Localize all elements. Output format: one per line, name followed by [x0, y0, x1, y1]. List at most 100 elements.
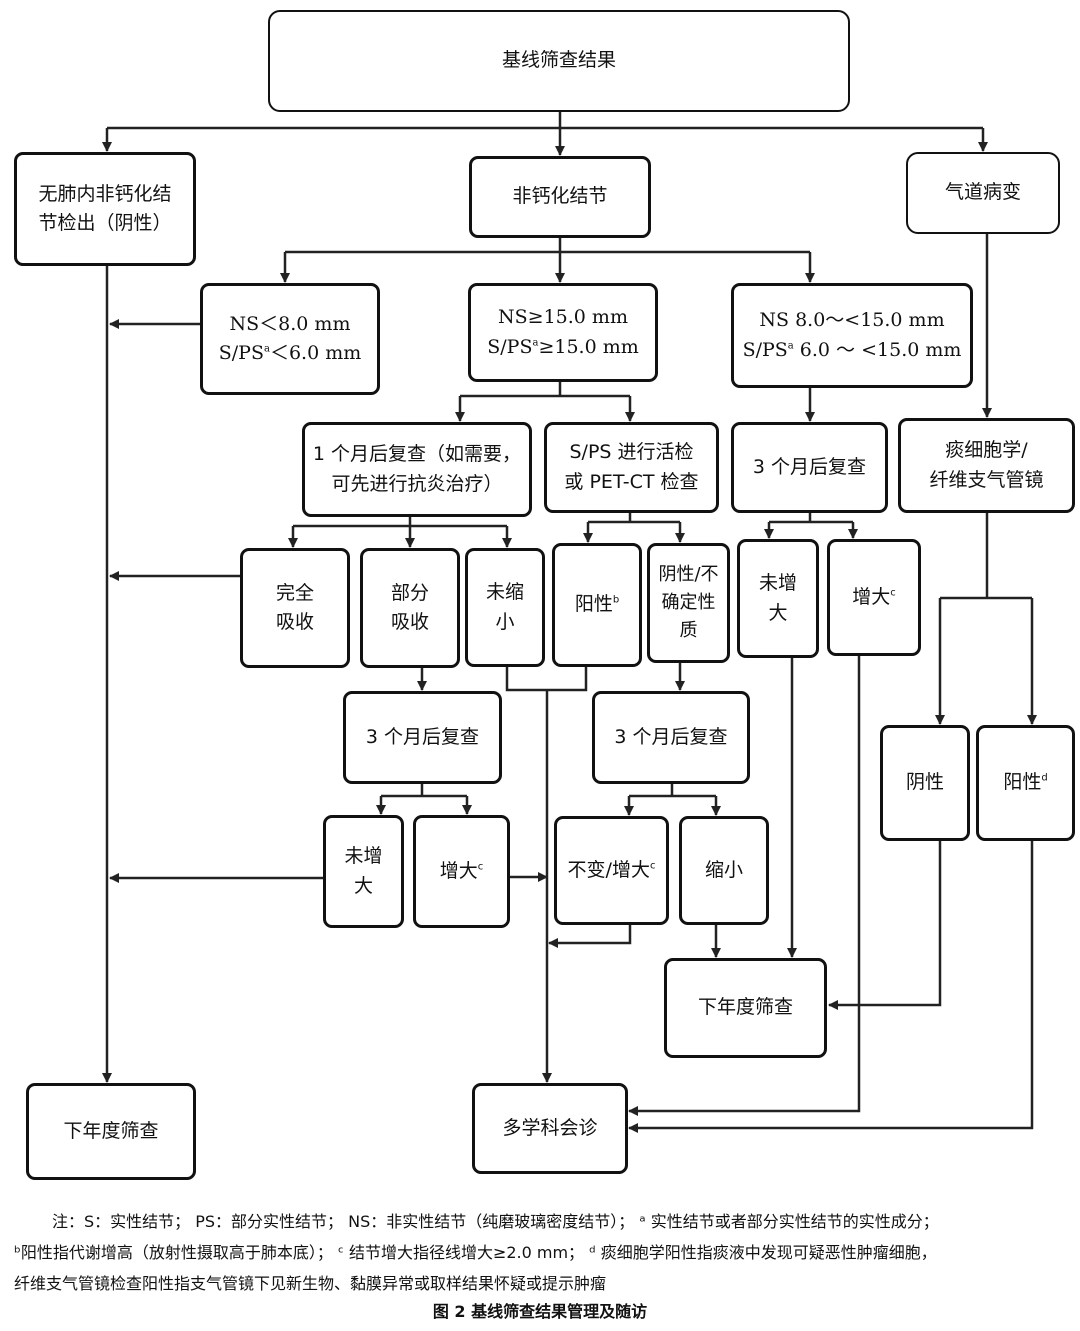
- unchanged-incr-line: 不变/增大c: [568, 856, 656, 885]
- negative-uncertain-box: 阴性/不 确定性 质: [647, 543, 730, 663]
- large-range: ≥15.0 mm: [538, 335, 639, 358]
- shrunk-label: 缩小: [704, 858, 743, 881]
- sputum-bronchoscopy-box: 痰细胞学/ 纤维支气管镜: [898, 418, 1075, 513]
- not-increased-left-box: 未增 大: [323, 815, 404, 928]
- neg-uncertain-line-1: 阴性/不: [658, 564, 719, 586]
- mdt-label: 多学科会诊: [502, 1116, 598, 1139]
- baseline-result-box: 基线筛查结果: [268, 10, 850, 112]
- incr-right-note-c: c: [890, 587, 896, 599]
- biopsy-petct-box: S/PS 进行活检 或 PET-CT 检查: [544, 422, 719, 513]
- incr-right-line: 增大c: [852, 583, 896, 612]
- recheck-3m-right-label: 3 个月后复查: [752, 455, 867, 478]
- incr-left-note-c: c: [477, 861, 484, 873]
- airway-positive-note-d: d: [1041, 772, 1048, 784]
- notincr-left-line-1: 未增: [344, 845, 383, 868]
- mid-range: 6.0 ～ <15.0 mm: [793, 338, 962, 361]
- sputum-line-2: 纤维支气管镜: [929, 468, 1044, 491]
- airway-lesion-box: 气道病变: [906, 152, 1060, 234]
- small-note-a: a: [263, 343, 270, 355]
- recheck-1m-line-1: 1 个月后复查（如需要，: [312, 443, 522, 466]
- next-year-left-label: 下年度筛查: [63, 1119, 159, 1142]
- mid-line-1: NS 8.0～<15.0 mm: [759, 309, 945, 332]
- baseline-label: 基线筛查结果: [501, 49, 616, 72]
- airway-positive-line: 阳性d: [1003, 768, 1047, 797]
- full-line-2: 吸收: [275, 611, 314, 633]
- arrow-airway-pos-to-mdt: [628, 841, 1034, 1133]
- biopsy-line-1: S/PS 进行活检: [569, 441, 694, 464]
- arrow-unchanged-to-mdt: [548, 925, 632, 948]
- full-line-1: 完全: [275, 581, 314, 604]
- next-year-screening-left-box: 下年度筛查: [26, 1083, 196, 1180]
- small-line-1: NS＜8.0 mm: [229, 312, 351, 335]
- arrow-airway-neg-to-next-year: [828, 841, 942, 1010]
- complete-absorption-box: 完全 吸收: [240, 548, 350, 668]
- large-note-a: a: [532, 337, 539, 349]
- positive-note-b: b: [612, 594, 620, 606]
- notshrunk-line-1: 未缩: [485, 581, 524, 604]
- no-nodule-box: 无肺内非钙化结 节检出（阴性）: [14, 152, 196, 266]
- footnote-line-2: ᵇ阳性指代谢增高（放射性摄取高于肺本底）； ᶜ 结节增大指径线增大≥2.0 mm…: [14, 1243, 937, 1262]
- sputum-line-1: 痰细胞学/: [945, 439, 1028, 462]
- notincr-right-line-2: 大: [768, 601, 788, 624]
- noncalcified-label: 非钙化结节: [512, 185, 608, 208]
- neg-uncertain-line-3: 质: [679, 619, 698, 641]
- airway-positive-label: 阳性: [1003, 771, 1042, 794]
- incr-left-line: 增大c: [440, 857, 484, 886]
- recheck-3m-mid-label: 3 个月后复查: [614, 725, 728, 748]
- recheck-3m-left-label: 3 个月后复查: [365, 725, 480, 748]
- unchanged-increased-box: 不变/增大c: [554, 816, 669, 925]
- notshrunk-line-2: 小: [495, 610, 515, 633]
- arrow-incr-right-to-mdt: [628, 656, 861, 1116]
- no-nodule-line-2: 节检出（阴性）: [38, 212, 172, 234]
- partial-line-2: 吸收: [390, 611, 429, 633]
- increased-right-box: 增大c: [827, 539, 921, 656]
- not-increased-right-box: 未增 大: [737, 539, 819, 658]
- recheck-3-month-left-box: 3 个月后复查: [343, 691, 502, 784]
- line-notshrunk-positive-merge: [505, 667, 588, 692]
- recheck-1-month-box: 1 个月后复查（如需要， 可先进行抗炎治疗）: [302, 422, 532, 517]
- positive-box: 阳性b: [552, 543, 642, 667]
- notincr-left-line-2: 大: [353, 874, 373, 897]
- biopsy-line-2: 或 PET-CT 检查: [564, 470, 699, 493]
- recheck-3-month-mid-box: 3 个月后复查: [592, 691, 750, 784]
- mid-note-a: a: [787, 340, 794, 352]
- multidisciplinary-consult-box: 多学科会诊: [472, 1083, 628, 1174]
- mid-sps: S/PS: [742, 338, 788, 361]
- large-sps: S/PS: [487, 335, 533, 358]
- small-range: ＜6.0 mm: [269, 342, 362, 364]
- not-shrunk-box: 未缩 小: [465, 548, 545, 667]
- airway-negative-box: 阴性: [880, 725, 970, 841]
- large-line-2: S/PSa≥15.0 mm: [487, 333, 639, 362]
- no-nodule-line-1: 无肺内非钙化结: [38, 182, 172, 205]
- next-year-screening-mid-box: 下年度筛查: [664, 958, 827, 1058]
- footnote-line-3: 纤维支气管镜检查阳性指支气管镜下见新生物、黏膜异常或取样结果怀疑或提示肿瘤: [14, 1274, 607, 1293]
- incr-left-label: 增大: [439, 859, 478, 882]
- notincr-right-line-1: 未增: [758, 572, 797, 595]
- footnote-line-1: 注：S：实性结节； PS：部分实性结节； NS：非实性结节（纯磨玻璃密度结节）；…: [52, 1212, 939, 1231]
- large-line-1: NS≥15.0 mm: [498, 306, 628, 329]
- small-line-2: S/PSa＜6.0 mm: [219, 339, 361, 368]
- positive-line: 阳性b: [575, 590, 619, 619]
- noncalcified-nodule-box: 非钙化结节: [469, 156, 651, 238]
- shrunk-box: 缩小: [679, 816, 769, 925]
- airway-positive-box: 阳性d: [976, 725, 1075, 841]
- recheck-1m-line-2: 可先进行抗炎治疗）: [331, 472, 503, 495]
- small-nodule-box: NS＜8.0 mm S/PSa＜6.0 mm: [200, 283, 380, 395]
- airway-label: 气道病变: [944, 181, 1021, 204]
- airway-negative-label: 阴性: [905, 771, 944, 794]
- large-nodule-box: NS≥15.0 mm S/PSa≥15.0 mm: [468, 283, 658, 382]
- next-year-mid-label: 下年度筛查: [697, 996, 793, 1019]
- small-sps: S/PS: [218, 342, 264, 364]
- recheck-3-month-right-box: 3 个月后复查: [731, 422, 888, 513]
- unchanged-incr-note-c: c: [649, 860, 656, 872]
- unchanged-incr-label: 不变/增大: [567, 858, 650, 881]
- partial-absorption-box: 部分 吸收: [360, 548, 460, 668]
- figure-caption: 图 2 基线筛查结果管理及随访: [432, 1302, 648, 1321]
- increased-left-box: 增大c: [413, 815, 510, 928]
- mid-line-2: S/PSa 6.0 ～ <15.0 mm: [743, 336, 962, 365]
- incr-right-label: 增大: [852, 585, 891, 608]
- neg-uncertain-line-2: 确定性: [661, 592, 716, 614]
- positive-label: 阳性: [574, 593, 613, 616]
